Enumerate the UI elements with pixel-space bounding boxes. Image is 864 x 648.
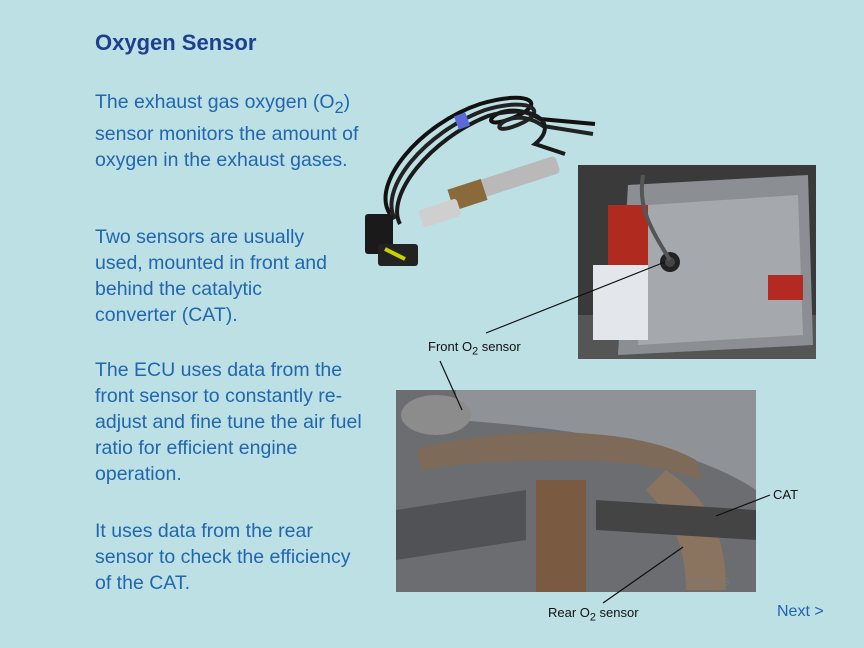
- paragraph-front-sensor: The ECU uses data from the front sensor …: [95, 359, 362, 485]
- next-button[interactable]: Next >: [777, 603, 824, 620]
- slide-title: Oxygen Sensor: [95, 30, 257, 55]
- text-fragment: Rear O: [548, 605, 590, 620]
- paragraph-two-sensors: Two sensors are usually used, mounted in…: [95, 226, 327, 326]
- subscript: 2: [589, 611, 596, 624]
- front-sensor-callout: Front O2 sensor: [428, 339, 521, 358]
- text-fragment: sensor: [478, 339, 521, 354]
- rear-sensor-callout: Rear O2 sensor: [548, 605, 639, 624]
- cat-callout: CAT: [773, 487, 799, 502]
- subscript: 2: [472, 345, 479, 358]
- image-watermark: OWNG13: [686, 577, 730, 588]
- front-sensor-photo: [578, 165, 816, 359]
- text-fragment: sensor: [595, 605, 639, 620]
- paragraph-rear-sensor: It uses data from the rear sensor to che…: [95, 520, 351, 594]
- oxygen-sensor-image: [360, 84, 605, 294]
- text-fragment: The exhaust gas oxygen (O: [95, 91, 335, 113]
- text-fragment: ) sensor monitors the amount of oxygen i…: [95, 91, 359, 171]
- cat-rear-sensor-photo: [396, 390, 756, 592]
- text-fragment: Front O: [428, 339, 473, 354]
- subscript: 2: [334, 98, 344, 117]
- paragraph-intro: The exhaust gas oxygen (O2) sensor monit…: [95, 89, 375, 173]
